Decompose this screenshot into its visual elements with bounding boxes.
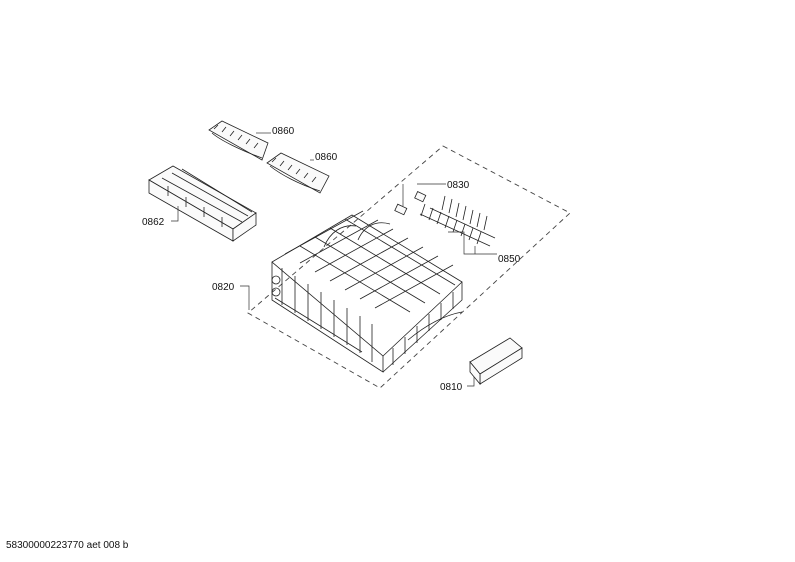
- cutlery-clip-strip-upper: [208, 120, 269, 161]
- callout-0862: 0862: [142, 217, 165, 228]
- small-clip-parts: [394, 191, 427, 216]
- document-id: 58300000223770 aet 008 b: [6, 540, 129, 551]
- assembly-outline: [247, 145, 571, 389]
- cutlery-clip-strip-lower: [266, 152, 330, 194]
- callout-0820: 0820: [212, 282, 235, 293]
- callout-0860-upper: 0860: [272, 126, 295, 137]
- callout-0850: 0850: [498, 254, 521, 265]
- cutlery-tray: [148, 165, 257, 242]
- dish-basket: [271, 210, 463, 373]
- folding-tine-racks: [419, 195, 496, 247]
- callout-0860-lower: 0860: [315, 152, 338, 163]
- leader-lines: [171, 132, 497, 387]
- rail-end-cap: [469, 337, 523, 386]
- callout-0830: 0830: [447, 180, 470, 191]
- callout-0810: 0810: [440, 382, 463, 393]
